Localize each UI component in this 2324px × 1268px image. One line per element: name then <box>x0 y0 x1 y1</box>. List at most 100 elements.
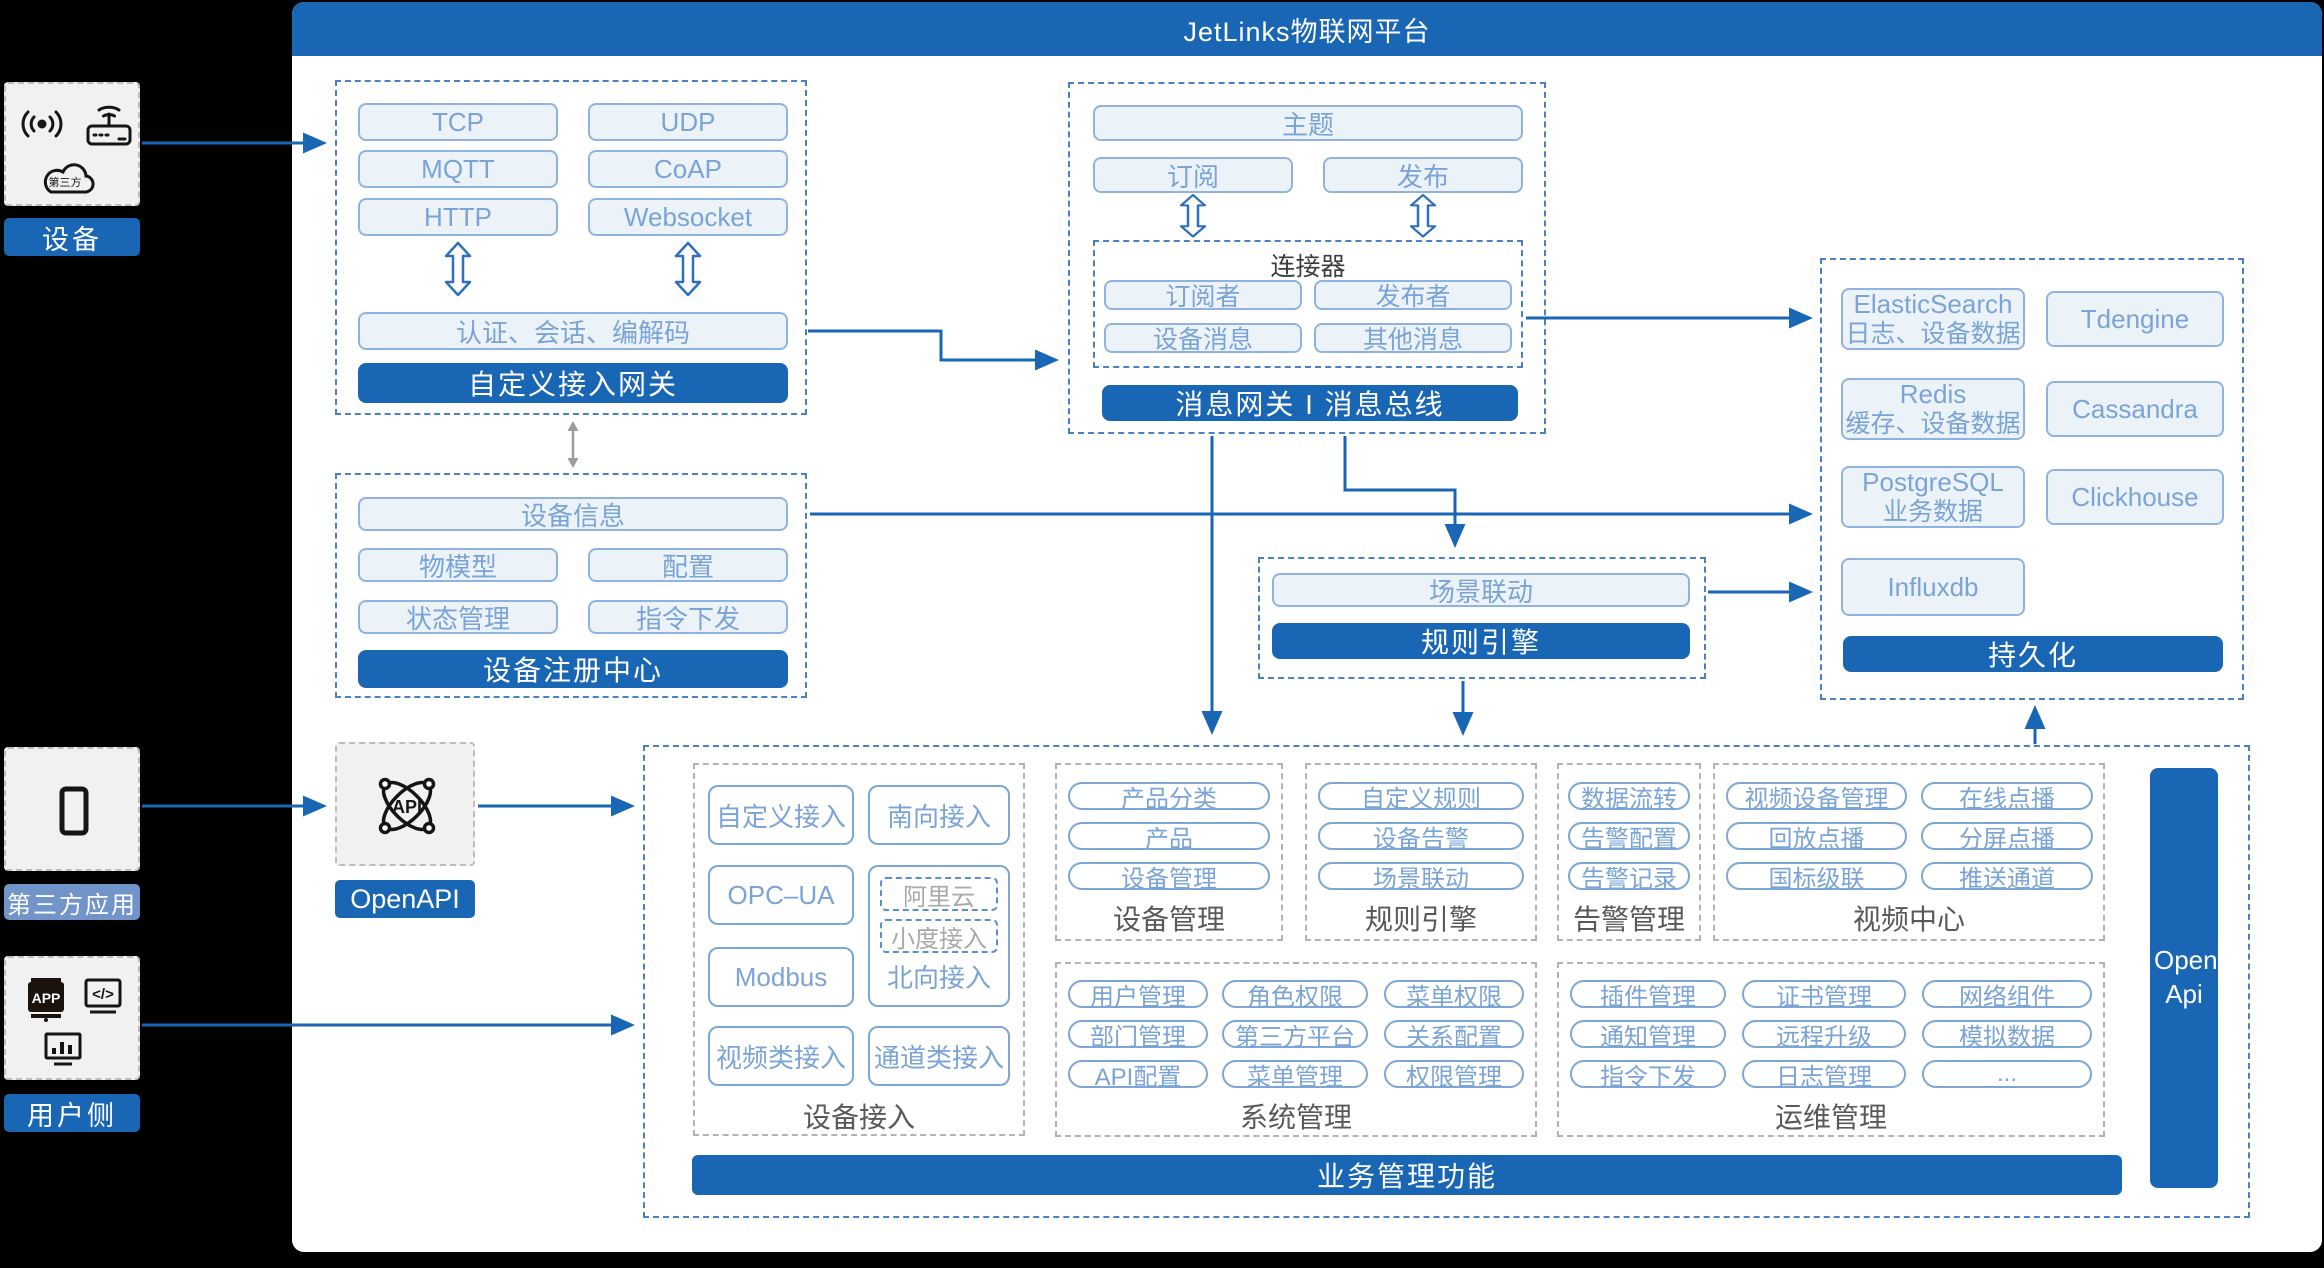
connector-label: 连接器 <box>1270 253 1346 281</box>
rule-engine-group <box>1305 763 1537 941</box>
db-sub: 业务数据 <box>1882 497 1983 526</box>
device-side-badge: 设备 <box>4 218 140 256</box>
device-message-box: 设备消息 <box>1104 323 1302 354</box>
openapi-badge: OpenAPI <box>335 880 475 918</box>
video-device-mgmt-box: 视频设备管理 <box>1726 782 1907 813</box>
third-party-cloud-icon <box>43 163 95 194</box>
clickhouse-box: Clickhouse <box>2046 469 2224 525</box>
signal-icon <box>37 119 47 129</box>
thing-model-box: 物模型 <box>358 548 558 582</box>
device-access-label: 设备接入 <box>802 1102 915 1133</box>
alarm-record-box: 告警记录 <box>1568 862 1690 893</box>
postgresql-box: PostgreSQL 业务数据 <box>1841 466 2025 528</box>
alarm-mgmt-label: 告警管理 <box>1572 904 1685 935</box>
open-api-bar-label: Open Api <box>2154 945 2218 1009</box>
device-mgmt-box: 设备管理 <box>1068 862 1270 893</box>
protocol-coap: CoAP <box>588 150 788 188</box>
user-side-badge: 用户侧 <box>4 1094 140 1132</box>
business-functions-bar: 业务管理功能 <box>692 1155 2122 1195</box>
other-message-box: 其他消息 <box>1314 323 1512 354</box>
app-icon <box>28 978 64 1022</box>
device-mgmt-group <box>1055 763 1283 941</box>
device-alert-box: 设备告警 <box>1318 822 1524 853</box>
db-sub: 日志、设备数据 <box>1845 319 2021 348</box>
custom-gateway-bar: 自定义接入网关 <box>358 363 788 403</box>
db-sub: 缓存、设备数据 <box>1845 409 2021 438</box>
db-name: Redis <box>1899 378 1967 409</box>
api-icon-label: API <box>392 797 422 817</box>
ops-mgmt-label: 运维管理 <box>1774 1102 1887 1133</box>
openapi-icon-box: API <box>335 742 475 866</box>
southbound-access-box: 南向接入 <box>868 785 1010 845</box>
protocol-mqtt: MQTT <box>358 150 558 188</box>
persistence-section <box>1820 258 2244 700</box>
custom-access-box: 自定义接入 <box>708 785 854 845</box>
elasticsearch-box: ElasticSearch 日志、设备数据 <box>1841 288 2025 350</box>
device-info-box: 设备信息 <box>358 497 788 531</box>
code-icon-label: </> <box>92 986 114 1003</box>
cloud-label: 第三方 <box>49 175 82 189</box>
protocol-websocket: Websocket <box>588 198 788 236</box>
mock-data-box: 模拟数据 <box>1922 1020 2092 1051</box>
remote-upgrade-box: 远程升级 <box>1742 1020 1906 1051</box>
business-section <box>643 745 2250 1218</box>
video-center-label: 视频中心 <box>1852 904 1965 935</box>
api-config-box: API配置 <box>1068 1060 1208 1091</box>
video-access-box: 视频类接入 <box>708 1026 854 1086</box>
device-access-group <box>693 763 1025 1136</box>
command-dispatch-box: 指令下发 <box>588 600 788 634</box>
topic-box: 主题 <box>1093 105 1523 141</box>
menu-permission-box: 菜单权限 <box>1384 980 1524 1011</box>
user-side-icons: APP </> <box>28 978 122 1066</box>
ops-more-box: ... <box>1922 1060 2092 1088</box>
channel-access-box: 通道类接入 <box>868 1026 1010 1086</box>
app-icon-label: APP <box>32 990 61 1006</box>
publish-box: 发布 <box>1323 157 1523 193</box>
third-party-app-box <box>4 747 140 871</box>
subscriber-box: 订阅者 <box>1104 280 1302 311</box>
device-icons: 第三方 <box>21 105 132 194</box>
dept-mgmt-box: 部门管理 <box>1068 1020 1208 1051</box>
device-mgmt-label: 设备管理 <box>1112 904 1225 935</box>
online-vod-box: 在线点播 <box>1921 782 2093 813</box>
db-name: PostgreSQL <box>1862 466 2004 497</box>
connector-section <box>1093 240 1523 368</box>
data-flow-box: 数据流转 <box>1568 782 1690 813</box>
split-screen-box: 分屏点播 <box>1921 822 2093 853</box>
protocol-tcp: TCP <box>358 103 558 141</box>
user-side-box: APP </> <box>4 956 140 1080</box>
cert-mgmt-box: 证书管理 <box>1742 980 1906 1011</box>
scene-linkage-box: 场景联动 <box>1272 573 1690 607</box>
redis-box: Redis 缓存、设备数据 <box>1841 378 2025 440</box>
user-mgmt-box: 用户管理 <box>1068 980 1208 1011</box>
aliyun-box: 阿里云 <box>880 877 998 911</box>
relation-config-box: 关系配置 <box>1384 1020 1524 1051</box>
scene-linkage-item: 场景联动 <box>1318 862 1524 893</box>
auth-session-codec: 认证、会话、编解码 <box>358 312 788 350</box>
modbus-box: Modbus <box>708 947 854 1007</box>
db-name: ElasticSearch <box>1853 288 2013 319</box>
permission-mgmt-box: 权限管理 <box>1384 1060 1524 1091</box>
ops-mgmt-group <box>1557 962 2105 1137</box>
video-center-group <box>1713 763 2105 941</box>
message-bus-bar: 消息网关 I 消息总线 <box>1102 385 1518 421</box>
custom-gateway-section <box>335 80 807 415</box>
alarm-mgmt-group <box>1557 763 1701 941</box>
system-mgmt-group <box>1055 962 1537 1137</box>
third-party-side-badge: 第三方应用 <box>4 884 140 920</box>
rule-engine-section <box>1258 557 1706 679</box>
product-box: 产品 <box>1068 822 1270 853</box>
notify-mgmt-box: 通知管理 <box>1570 1020 1726 1051</box>
command-issue-box: 指令下发 <box>1570 1060 1726 1091</box>
config-box: 配置 <box>588 548 788 582</box>
router-icon <box>86 105 132 146</box>
log-mgmt-box: 日志管理 <box>1742 1060 1906 1091</box>
device-sources-box: 第三方 <box>4 82 140 206</box>
product-category-box: 产品分类 <box>1068 782 1270 813</box>
api-atom-icon: API <box>378 777 436 835</box>
device-registry-bar: 设备注册中心 <box>358 650 788 688</box>
device-registry-section <box>335 473 807 698</box>
tdengine-box: Tdengine <box>2046 291 2224 347</box>
persistence-bar: 持久化 <box>1843 636 2223 672</box>
menu-mgmt-box: 菜单管理 <box>1222 1060 1368 1091</box>
